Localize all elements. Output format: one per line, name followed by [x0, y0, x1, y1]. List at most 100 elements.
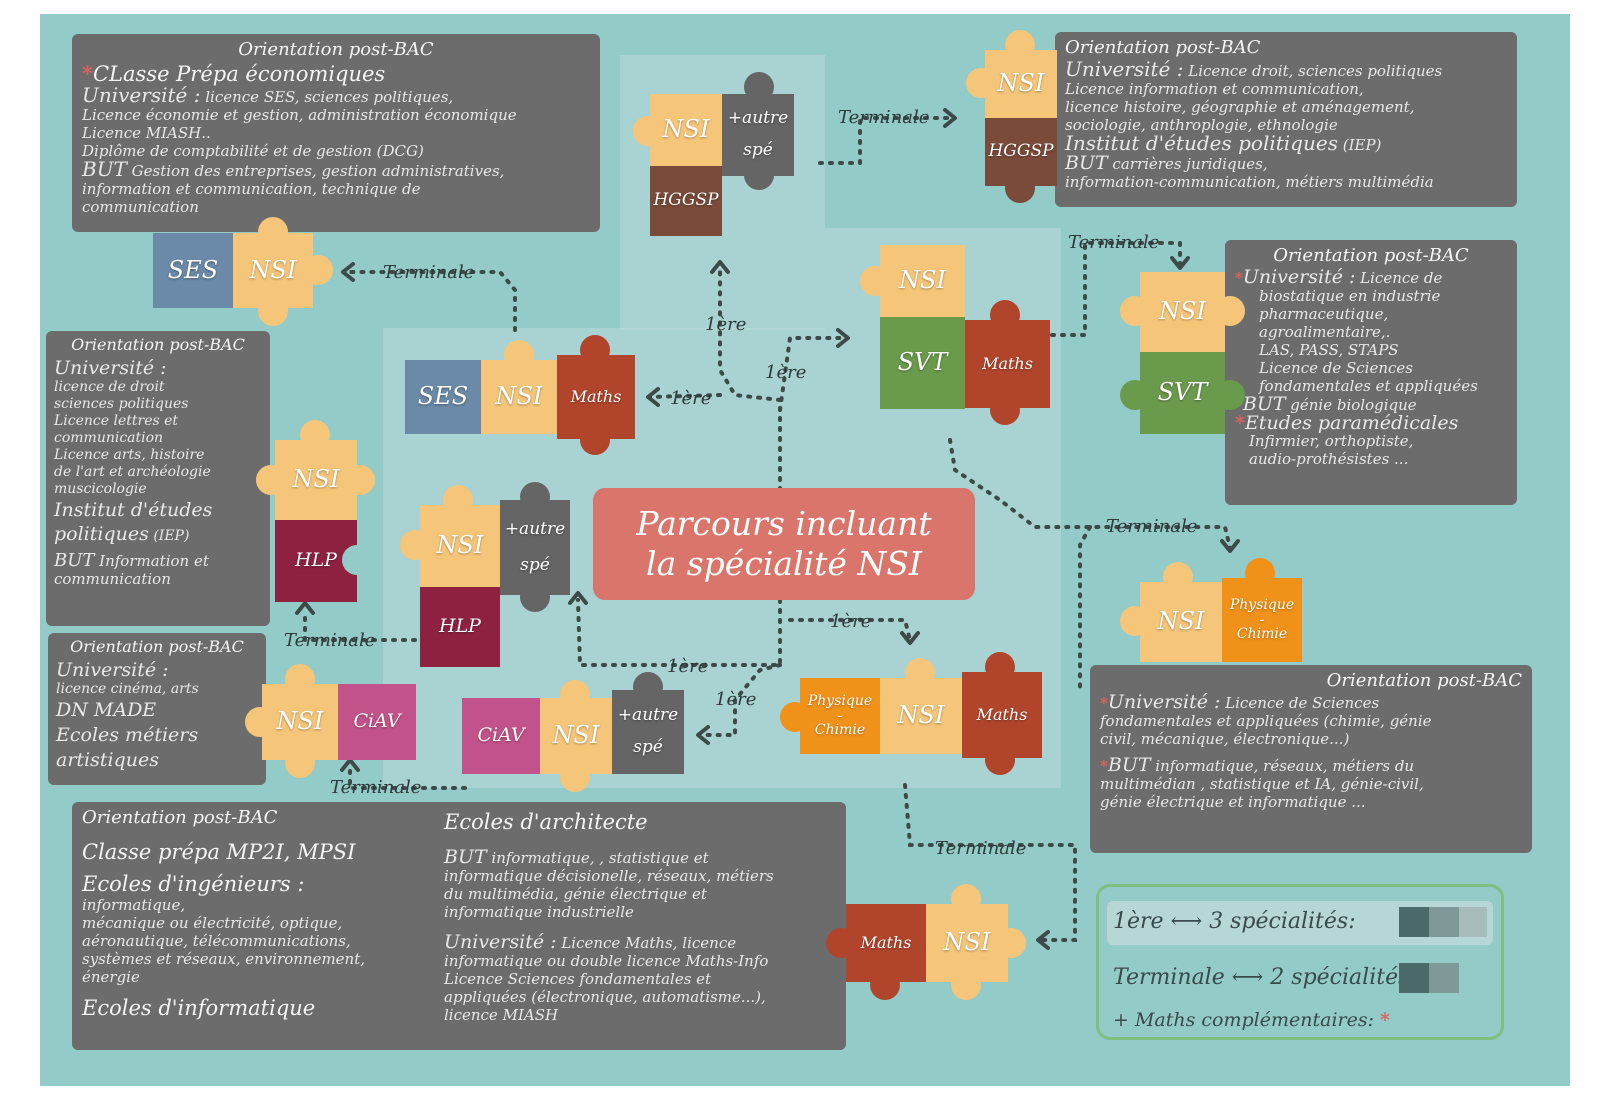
box-line: génie électrique et informatique ... [1100, 793, 1366, 811]
puzzle-piece-nsi: NSI [880, 678, 962, 754]
puzzle-knob [520, 582, 550, 612]
box-line: Ecoles d'ingénieurs : [82, 872, 305, 896]
puzzle-knob [990, 395, 1020, 425]
box-line: informatique industrielle [444, 903, 634, 921]
puzzle-piece-nsi: NSI [985, 50, 1057, 118]
puzzle-piece-ciav: CiAV [462, 698, 540, 774]
puzzle-knob [826, 928, 856, 958]
box-line: LAS, PASS, STAPS [1259, 341, 1399, 359]
box-line: informatique ou double licence Maths-Inf… [444, 952, 769, 970]
puzzle-knob [951, 970, 981, 1000]
puzzle-piece-nsi: NSI [275, 440, 357, 520]
box-line: Licence économie et gestion, administrat… [82, 106, 517, 124]
box-line: *Université : Licence de [1235, 266, 1443, 288]
box-line: licence cinéma, arts [56, 681, 199, 697]
box-line: Université : Licence droit, sciences pol… [1065, 57, 1443, 81]
puzzle-piece-ses: SES [153, 233, 233, 308]
box-line: Licence Sciences fondamentales et [444, 970, 712, 988]
box-line: Diplôme de comptabilité et de gestion (D… [82, 142, 424, 160]
box-line: Ecoles métiers [56, 724, 199, 746]
box-line: Licence lettres et [54, 413, 179, 429]
box-line: énergie [82, 968, 140, 986]
puzzle-knob [1215, 380, 1245, 410]
orientation-box-hggsp: Orientation post-BAC Université : Licenc… [1055, 32, 1517, 207]
puzzle-knob [1005, 173, 1035, 203]
puzzle-piece-ses: SES [405, 360, 481, 434]
box-line: pharmaceutique, [1259, 305, 1389, 323]
box-header: Orientation post-BAC [1065, 37, 1261, 58]
title-line-1: Parcours incluant [636, 504, 932, 543]
puzzle-knob [780, 702, 810, 732]
puzzle-piece-nsi: NSI [540, 698, 612, 774]
box-header: Orientation post-BAC [82, 807, 278, 828]
box-header: Orientation post-BAC [70, 637, 244, 656]
label-premiere: 1ère [667, 656, 709, 677]
puzzle-piece-hggsp: HGGSP [650, 166, 722, 236]
puzzle-knob [1215, 296, 1245, 326]
box-line: muscicologie [54, 481, 147, 497]
box-line: BUT Information et [54, 550, 209, 571]
label-terminale: Terminale [284, 630, 376, 651]
label-terminale: Terminale [383, 262, 475, 283]
box-line: BUT carrières juridiques, [1065, 152, 1268, 174]
box-line: communication [54, 570, 171, 588]
box-line: biostatique en industrie [1259, 287, 1441, 305]
puzzle-piece-nsi: NSI [926, 904, 1008, 982]
orientation-box-ciav: Orientation post-BAC Université : licenc… [48, 633, 266, 785]
orientation-box-physique: Orientation post-BAC *Université : Licen… [1090, 665, 1532, 853]
puzzle-knob [258, 296, 288, 326]
box-line: appliquées (électronique, automatisme...… [444, 988, 766, 1006]
puzzle-knob [744, 160, 774, 190]
puzzle-knob [966, 68, 996, 98]
puzzle-swatch-icon [1399, 963, 1429, 993]
puzzle-knob [870, 970, 900, 1000]
puzzle-knob [560, 680, 590, 710]
puzzle-swatch-icon [1429, 963, 1459, 993]
puzzle-knob [303, 255, 333, 285]
puzzle-knob [285, 664, 315, 694]
puzzle-knob [1163, 562, 1193, 592]
box-line: licence histoire, géographie et aménagem… [1065, 98, 1415, 116]
box-line: licence de droit [54, 379, 165, 395]
box-line: Université : [54, 357, 167, 379]
box-header: Orientation post-BAC [1273, 245, 1469, 266]
puzzle-knob [1005, 30, 1035, 60]
box-line: artistiques [56, 749, 159, 771]
puzzle-piece-ciav: CiAV [338, 684, 416, 760]
puzzle-piece-nsi: NSI [481, 360, 557, 434]
box-line: Université : licence SES, sciences polit… [82, 83, 454, 107]
box-line: sciences politiques [54, 396, 189, 412]
box-line: BUT Gestion des entreprises, gestion adm… [82, 157, 505, 181]
puzzle-knob [905, 658, 935, 688]
puzzle-piece-nsi: NSI [420, 505, 500, 587]
puzzle-knob [560, 762, 590, 792]
box-line: sociologie, anthroplogie, ethnologie [1065, 116, 1338, 134]
label-premiere: 1ère [765, 362, 807, 383]
orientation-box-ses: Orientation post-BAC *CLasse Prépa écono… [72, 34, 600, 232]
label-premiere: 1ère [670, 388, 712, 409]
legend: 1ère ⟷ 3 spécialités: Terminale ⟷ 2 spéc… [1096, 884, 1504, 1040]
box-line: informatique, [82, 896, 186, 914]
legend-premiere: 1ère ⟷ 3 spécialités: [1113, 909, 1356, 934]
box-line: agroalimentaire,. [1259, 323, 1391, 341]
puzzle-piece-physique-chimie: Physique-Chimie [800, 678, 880, 754]
legend-terminale: Terminale ⟷ 2 spécialités: [1113, 965, 1417, 990]
puzzle-knob [985, 745, 1015, 775]
box-line: Infirmier, orthoptiste, [1249, 432, 1414, 450]
puzzle-piece-nsi: NSI [650, 94, 722, 166]
label-terminale: Terminale [330, 777, 422, 798]
box-line: mécanique ou électricité, optique, [82, 914, 343, 932]
box-line: *CLasse Prépa économiques [82, 61, 386, 87]
puzzle-piece-nsi: NSI [1140, 272, 1225, 352]
puzzle-knob [744, 72, 774, 102]
box-line: Classe prépa MP2I, MPSI [82, 840, 356, 864]
box-header: Orientation post-BAC [238, 39, 434, 60]
box-line: politiques (IEP) [54, 523, 190, 545]
diagram-title: Parcours incluant la spécialité NSI [593, 488, 975, 600]
puzzle-knob [504, 340, 534, 370]
box-line: informatique décisionelle, réseaux, méti… [444, 867, 774, 885]
box-line: systèmes et réseaux, environnement, [82, 950, 366, 968]
puzzle-piece-maths: Maths [846, 904, 926, 982]
